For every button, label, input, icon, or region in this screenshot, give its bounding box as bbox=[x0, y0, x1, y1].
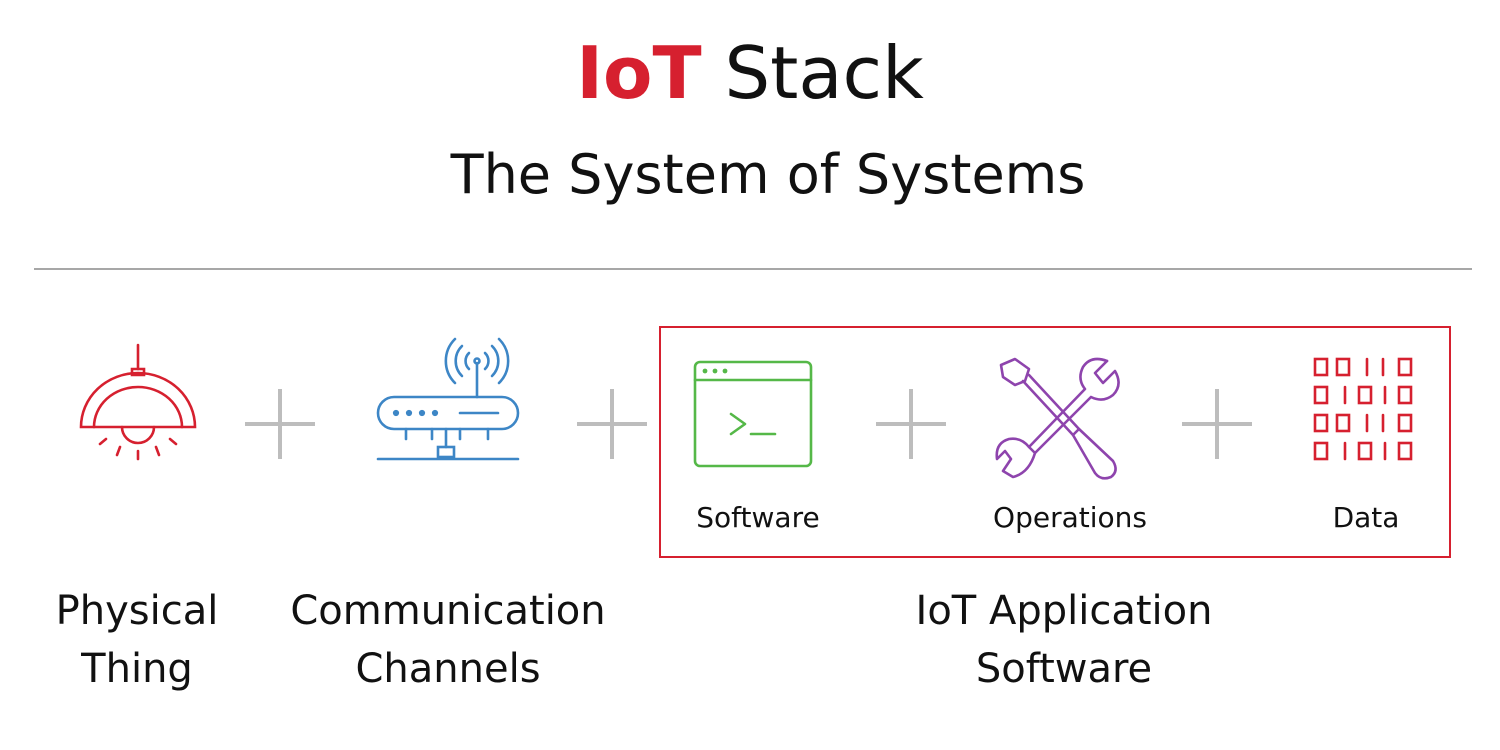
ceiling-lamp-icon bbox=[70, 343, 206, 463]
communication-channels-line2: Channels bbox=[355, 646, 541, 692]
iot-application-software-label: IoT Application Software bbox=[864, 582, 1264, 698]
plus-icon bbox=[1182, 389, 1252, 459]
iot-application-box bbox=[659, 326, 1451, 558]
data-label: Data bbox=[1332, 501, 1400, 534]
title-accent: IoT bbox=[576, 31, 702, 115]
wrench-screwdriver-icon bbox=[995, 355, 1127, 483]
iot-application-software-line1: IoT Application bbox=[915, 588, 1213, 634]
communication-channels-label: Communication Channels bbox=[268, 582, 628, 698]
physical-thing-line1: Physical bbox=[55, 588, 219, 634]
page-title: IoT Stack bbox=[0, 28, 1500, 118]
physical-thing-label: Physical Thing bbox=[0, 582, 274, 698]
operations-label: Operations bbox=[993, 501, 1147, 534]
binary-data-icon bbox=[1313, 355, 1417, 467]
title-main: Stack bbox=[724, 31, 924, 115]
divider bbox=[34, 268, 1472, 270]
iot-application-software-line2: Software bbox=[975, 646, 1153, 692]
communication-channels-line1: Communication bbox=[290, 588, 606, 634]
wifi-router-icon bbox=[376, 335, 521, 467]
plus-icon bbox=[577, 389, 647, 459]
physical-thing-line2: Thing bbox=[81, 646, 193, 692]
software-label: Software bbox=[696, 501, 820, 534]
plus-icon bbox=[245, 389, 315, 459]
plus-icon bbox=[876, 389, 946, 459]
page-subtitle: The System of Systems bbox=[450, 143, 1086, 206]
terminal-window-icon bbox=[693, 360, 813, 468]
